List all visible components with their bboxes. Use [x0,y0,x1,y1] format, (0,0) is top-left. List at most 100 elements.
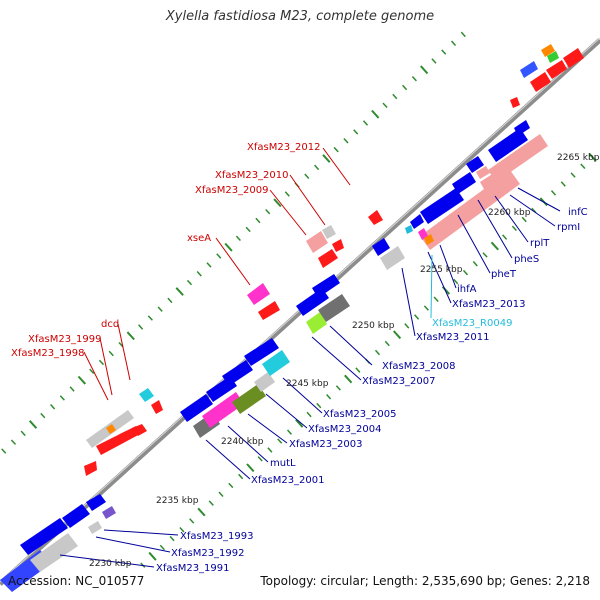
scale-tick [374,349,381,356]
feature-red-1 [118,431,128,442]
callout-XfasM23_1991 [59,554,155,568]
scale-tick [414,314,420,320]
feature-blue-6 [222,360,253,386]
scale-labels: 2230 kbp 2235 kbp 2240 kbp 2245 kbp 2250… [89,153,600,569]
feature-blue-13 [514,120,530,136]
feature-blue-2 [62,504,90,528]
callout-XfasM23_1999 [99,337,113,396]
feature-cyan-1 [139,388,154,402]
scale-tick [353,129,359,135]
scale-tick [59,395,65,401]
label-XfasM23_2010: XfasM23_2010 [215,170,289,181]
scale-tick [77,375,87,385]
feature-XfasM23_2010 [318,249,338,268]
scale-tick [580,163,586,170]
label-rpmI: rpmI [557,222,580,233]
feature-infC [488,134,548,182]
scale-tick [245,226,251,233]
scale-tick [304,173,310,179]
scale-tick [206,262,212,268]
callout-XfasM23_2004 [265,393,308,429]
scale-tick [246,463,255,473]
feature-XfasM23_2009 [306,231,328,253]
feature-orange-top [541,44,555,57]
label-pheS: pheS [514,254,539,265]
scale-tick [126,331,135,341]
scale-tick [344,374,353,384]
label-mutL: mutL [270,458,296,469]
callout-pheS [477,199,513,259]
scale-tick [197,507,206,517]
feature-dcd-region [96,426,142,455]
label-xseA: xseA [187,233,211,244]
scale-tick [273,198,282,208]
scale-tick [50,404,56,410]
label-XfasM23_2005: XfasM23_2005 [323,409,397,420]
feature-XfasM23_2004 [254,372,275,392]
callout-XfasM23_2005 [282,377,323,414]
genome-summary: Topology: circular; Length: 2,535,690 bp… [260,574,590,588]
feature-blue-top [520,61,538,78]
scale-tick [265,208,271,215]
scale-tick [384,340,390,347]
label-XfasM23_2001: XfasM23_2001 [251,475,325,486]
feature-XfasM23_1998 [84,461,97,476]
label-XfasM23_R0049: XfasM23_R0049 [432,318,512,329]
callout-XfasM23_2007 [311,336,362,381]
scale-tick [392,330,402,340]
scale-tick [355,367,361,373]
feature-red-10 [563,48,584,68]
scale-tick [189,518,195,524]
upper-strand-features [84,44,584,476]
label-rplT: rplT [530,238,550,249]
scale-tick [521,216,527,223]
callout-XfasM23_1998 [83,351,109,401]
callout-XfasM23_1993 [103,529,179,536]
callout-XfasM23_2008 [329,325,373,366]
label-XfasM23_1991: XfasM23_1991 [156,563,230,574]
scale-tick [267,447,273,453]
scale-tick [420,65,429,75]
label-XfasM23_2008: XfasM23_2008 [382,361,456,372]
scale-tick [175,287,184,296]
scale-tick [402,84,408,91]
scale-tick [335,385,341,391]
label-ihfA: ihfA [457,284,477,295]
feature-red-4 [258,301,280,320]
scale-tick [314,164,320,171]
scale-tick [460,31,466,38]
callout-XfasM23_2010 [289,174,326,226]
feature-blue-1 [20,518,68,555]
feature-XfasM23_2003 [232,384,266,414]
scale-tick [382,102,388,109]
scale-tick [235,235,241,242]
callout-XfasM23_R0049 [430,254,433,319]
callout-lines [59,147,561,568]
scale-tick [179,527,185,533]
feature-xseA [247,283,270,305]
feature-blue-3 [86,494,106,511]
feature-ihfA [410,214,424,229]
scale-label-2235: 2235 kbp [156,496,199,506]
feature-red-3 [151,400,163,414]
scale-tick [295,419,304,428]
feature-blue-9 [312,274,340,298]
feature-XfasM23_2011 [380,246,405,270]
callout-XfasM23_2009 [269,189,307,236]
callout-XfasM23_2011 [401,267,416,337]
feature-pheS [452,172,476,194]
label-XfasM23_2004: XfasM23_2004 [308,424,382,435]
feature-red-6 [368,210,383,225]
tick-marks [1,31,597,568]
scale-tick [433,296,439,303]
scale-tick [502,234,508,240]
scale-tick [450,40,457,46]
callout-infC [517,187,561,212]
scale-tick [322,154,331,163]
lower-labels: infC rpmI rplT pheS pheT ihfA XfasM23_20… [156,207,588,574]
scale-tick [89,368,95,375]
label-XfasM23_1998: XfasM23_1998 [11,348,85,359]
scale-tick [157,306,163,312]
scale-label-2230: 2230 kbp [89,559,132,569]
